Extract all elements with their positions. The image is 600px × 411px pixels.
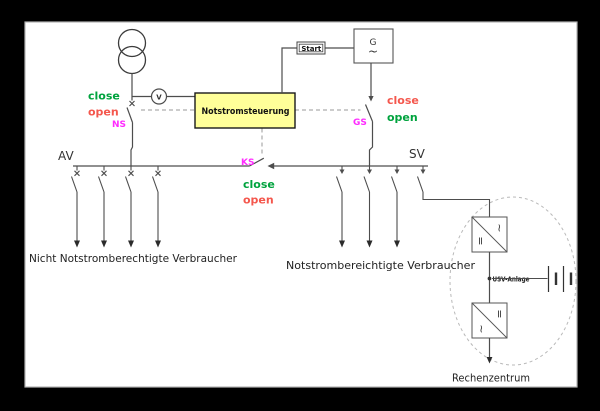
bus-section: AV SV KS close open [58,147,428,207]
ups-junction-dot [487,276,492,281]
generator-label: G [370,38,377,48]
gs-switch-id: GS [353,118,367,128]
load-arrow-icon [366,240,373,248]
load-arrow-icon [155,240,161,248]
inverter-ac-symbol: ~ [475,324,488,333]
gs-switch: close open GS [353,63,419,166]
sv-load-switch [390,166,400,248]
feeder-arrow-icon [420,169,426,174]
generator-start-section: Start G ~ [281,28,394,93]
sv-loads-caption: Notstrombereichtigte Verbraucher [286,259,476,272]
ns-switch-id: NS [112,120,126,130]
ups-section: ~ = USV-Anlage = ~ Rechenzentrum [452,216,573,385]
start-box-inner-border [298,43,324,53]
av-load-switch [97,166,107,248]
feeder-arrow-icon [394,169,400,174]
ks-switch-id: KS [241,158,254,168]
datacenter-label: Rechenzentrum [452,372,530,385]
gs-open-label: open [387,111,418,124]
gs-switch-symbol [364,104,374,166]
voltmeter: V [150,88,168,105]
gs-close-label: close [387,94,419,107]
gs-arrow-icon [368,96,374,102]
voltmeter-label: V [156,93,162,101]
start-wire [281,47,354,93]
inverter-dc-symbol: = [493,309,506,318]
start-box [296,41,326,55]
ks-open-label: open [243,194,274,207]
load-arrow-icon [128,240,134,248]
rectifier-ac-symbol: ~ [493,223,506,232]
rectifier-diagonal [471,216,508,253]
voltmeter-icon [150,88,168,105]
datacenter-arrow-icon [486,357,493,364]
rectifier-dc-symbol: = [474,236,487,245]
ns-open-label: open [88,106,119,119]
sv-ups-feeder-switch [416,166,491,217]
control-lines [141,109,361,156]
ks-arrow-icon [267,162,275,170]
av-loads-caption: Nicht Notstromberechtigte Verbraucher [29,252,238,265]
av-load-feeders [70,166,161,248]
av-bus-label: AV [58,149,74,163]
ups-label: USV-Anlage [493,276,530,284]
transformer-top-winding [117,28,147,58]
controller-box [194,92,296,129]
feed-wire [131,73,195,98]
av-load-switch [124,166,134,248]
feeder-arrow-icon [367,169,372,174]
ns-close-label: close [88,90,120,103]
av-load-switch [151,166,161,248]
feeder-arrow-icon [339,169,345,174]
ups-boundary-ellipse [449,196,577,366]
generator-box [353,28,394,64]
sv-load-switch [363,166,373,248]
sv-load-switch [335,166,345,248]
start-label: Start [301,45,322,53]
load-arrow-icon [394,240,400,248]
controller-label: Notstromsteuerung [202,106,290,117]
controller: Notstromsteuerung [141,92,361,156]
generator-ac-symbol: ~ [368,45,378,59]
sv-bus-label: SV [409,147,426,161]
battery-icon [547,266,573,292]
inverter-diagonal [471,302,508,339]
load-arrow-icon [101,240,107,248]
load-arrow-icon [339,240,345,248]
sv-load-feeders [335,166,491,248]
ns-switch-symbol [126,96,135,167]
ks-switch-blade [249,157,265,167]
load-arrow-icon [74,240,80,248]
av-load-switch [70,166,80,248]
ns-switch: close open NS [88,90,135,167]
ks-close-label: close [243,178,275,191]
